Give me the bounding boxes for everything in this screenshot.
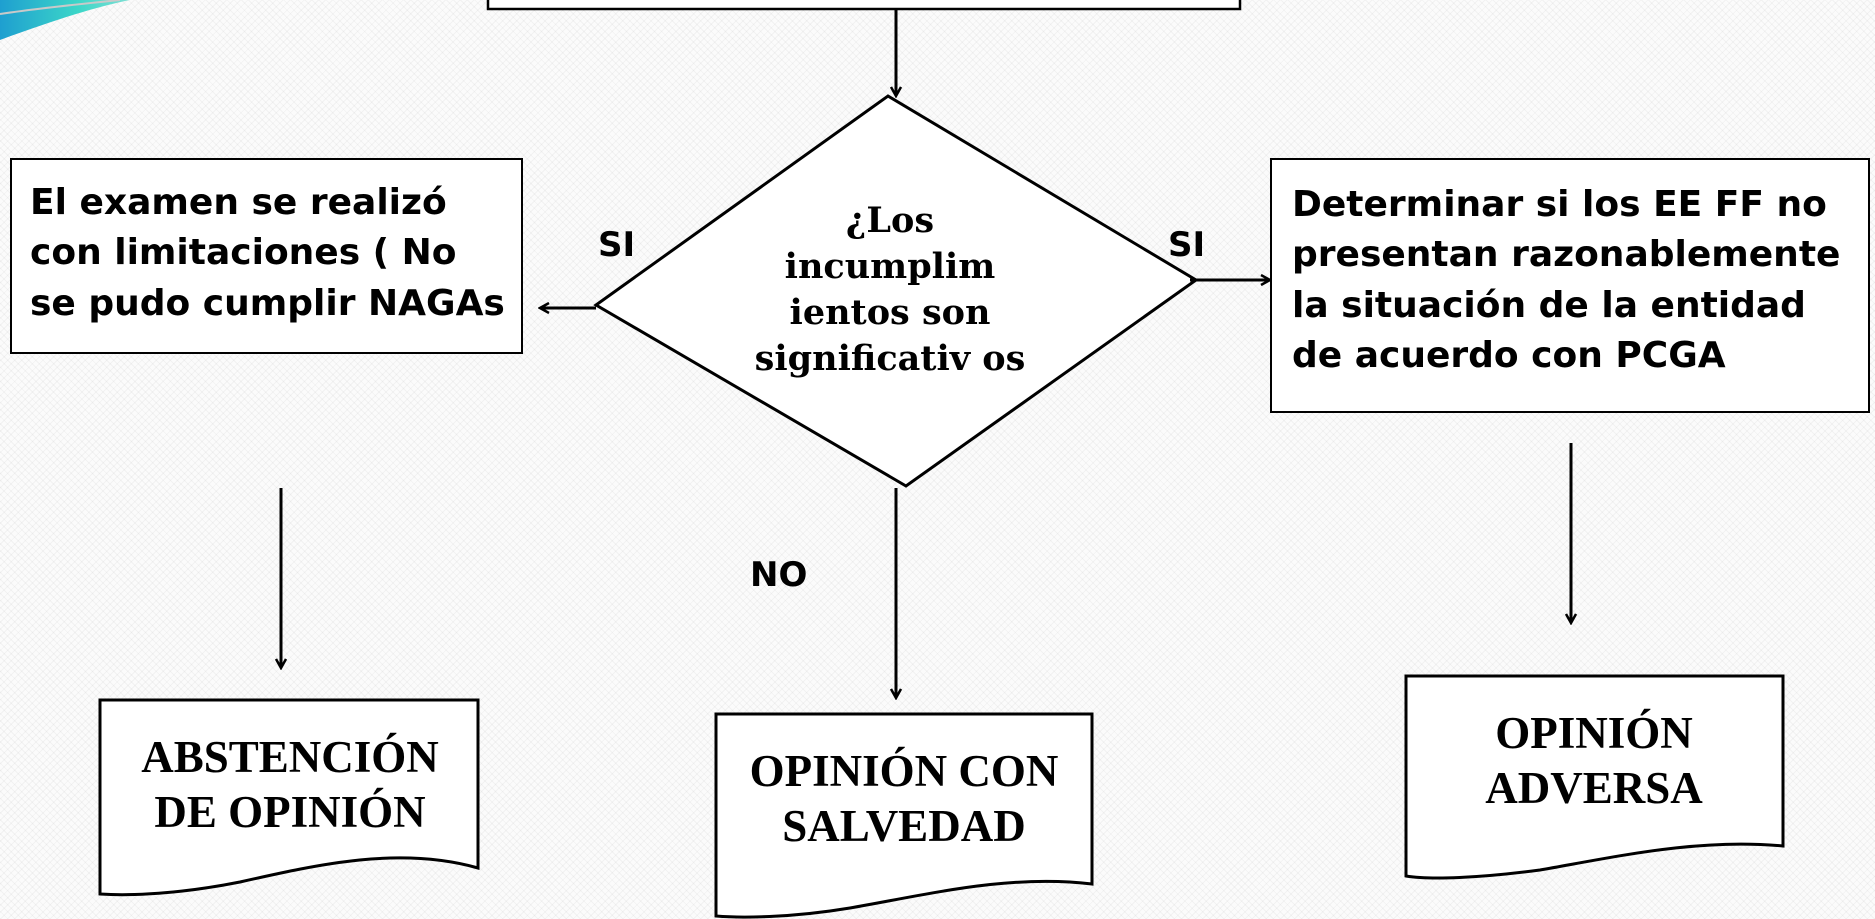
corner-swoosh-logo	[0, 0, 130, 40]
label-no: NO	[750, 555, 808, 595]
doc-shape-abstencion	[98, 698, 480, 897]
label-si-left: SI	[598, 225, 636, 265]
top-process-box	[486, 0, 1242, 11]
doc-salvedad-text: OPINIÓN CON SALVEDAD	[749, 746, 1059, 851]
label-si-right: SI	[1168, 225, 1206, 265]
left-process-box: El examen se realizó con limitaciones ( …	[10, 158, 523, 354]
right-process-text: Determinar si los EE FF no presentan raz…	[1292, 184, 1841, 377]
doc-adversa-text: OPINIÓN ADVERSA	[1485, 708, 1703, 813]
decision-text: ¿Los incumplim ientos son significativ o…	[754, 199, 1026, 380]
left-process-text: El examen se realizó con limitaciones ( …	[30, 182, 505, 324]
doc-shape-salvedad	[714, 712, 1094, 919]
doc-abstencion-text: ABSTENCIÓN DE OPINIÓN	[141, 732, 439, 837]
decision-diamond	[593, 94, 1199, 488]
doc-shape-adversa	[1404, 674, 1785, 880]
right-process-box: Determinar si los EE FF no presentan raz…	[1270, 158, 1870, 413]
